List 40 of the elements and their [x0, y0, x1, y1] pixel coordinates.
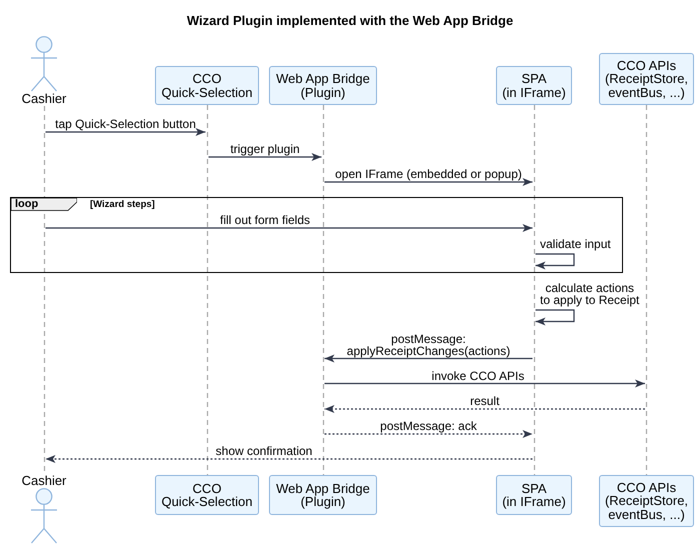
participant-box: SPA (in IFrame)	[496, 66, 572, 105]
participant-box: CCO APIs (ReceiptStore, eventBus, ...)	[599, 475, 694, 527]
lifeline	[42, 106, 46, 474]
message-arrow	[46, 224, 532, 232]
lifeline	[322, 105, 324, 475]
message-label: validate input	[540, 238, 611, 250]
diagram-title: Wizard Plugin implemented with the Web App Bridge	[186, 13, 514, 28]
lifeline	[206, 105, 208, 475]
participant-box: CCO Quick-Selection	[155, 66, 259, 105]
message-arrow	[324, 178, 532, 186]
loop-condition: [Wizard steps]	[90, 199, 155, 210]
message-arrow	[208, 153, 322, 161]
participant-box: CCO Quick-Selection	[155, 475, 259, 515]
participant-box: Web App Bridge (Plugin)	[269, 66, 377, 105]
message-arrow	[46, 455, 532, 463]
message-label: open IFrame (embedded or popup)	[335, 168, 522, 180]
message-arrow	[46, 128, 206, 136]
message-label: show confirmation	[216, 445, 312, 457]
lifeline	[532, 105, 536, 475]
participant-box: SPA (in IFrame)	[496, 475, 572, 515]
self-message-arrow	[536, 253, 575, 270]
message-label: trigger plugin	[230, 143, 300, 155]
loop-tag: loop	[11, 198, 77, 210]
self-message-arrow	[536, 309, 575, 326]
message-label: postMessage: ack	[380, 420, 477, 432]
message-arrow	[324, 405, 645, 413]
actor-label: Cashier	[22, 92, 66, 106]
actor-label: Cashier	[22, 474, 66, 488]
message-arrow	[324, 354, 532, 362]
message-arrow	[324, 380, 645, 388]
message-label: postMessage: applyReceiptChanges(actions)	[346, 332, 510, 356]
participant-box: Web App Bridge (Plugin)	[269, 475, 377, 515]
message-label: invoke CCO APIs	[432, 370, 524, 382]
message-label: result	[470, 395, 500, 407]
participant-box: CCO APIs (ReceiptStore, eventBus, ...)	[599, 53, 694, 105]
message-label: fill out form fields	[220, 214, 310, 226]
message-label: calculate actions to apply to Receipt	[540, 282, 640, 306]
message-label: tap Quick-Selection button	[55, 118, 196, 130]
message-arrow	[324, 430, 532, 438]
lifeline	[645, 105, 648, 475]
